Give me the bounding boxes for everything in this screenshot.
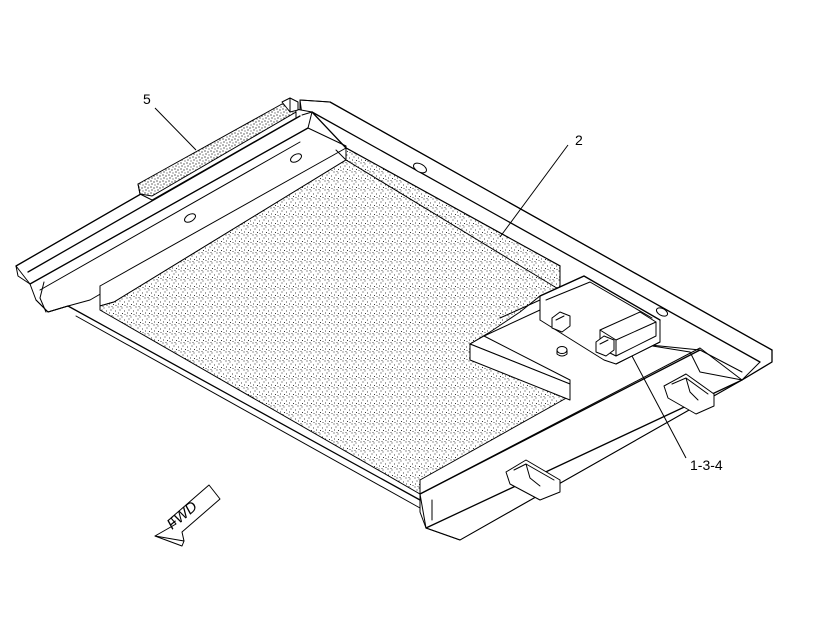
leader-1-3-4 — [631, 355, 687, 459]
rail-clip-right — [663, 373, 715, 415]
seal-strip — [137, 97, 299, 201]
mounting-bracket — [483, 275, 661, 365]
rail-clip-front — [505, 459, 561, 501]
leader-2 — [499, 144, 569, 238]
forward-direction-arrow-icon: FWD — [154, 484, 221, 547]
leader-lines — [154, 107, 687, 459]
callout-label-1-3-4: 1-3-4 — [690, 457, 723, 473]
leader-5 — [154, 107, 197, 151]
callout-label-2: 2 — [575, 132, 583, 148]
callout-label-5: 5 — [143, 91, 151, 107]
